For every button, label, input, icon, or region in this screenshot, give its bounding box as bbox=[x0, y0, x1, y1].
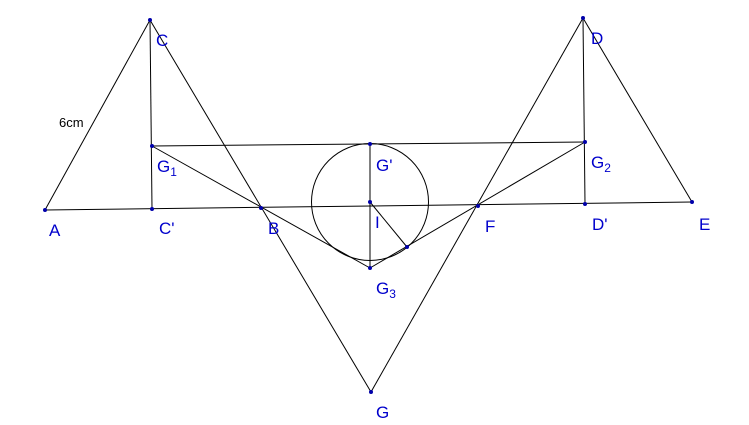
point-tangent bbox=[405, 245, 409, 249]
label-D: D bbox=[591, 29, 604, 48]
segment-AC bbox=[44, 19, 151, 211]
segment-CG bbox=[149, 19, 372, 393]
label-G: G bbox=[376, 403, 390, 422]
label-A: A bbox=[49, 221, 61, 240]
label-G-prime: G' bbox=[376, 156, 393, 175]
label-B: B bbox=[268, 219, 280, 238]
point-G bbox=[369, 390, 373, 394]
point-G' bbox=[368, 142, 372, 146]
label-I: I bbox=[375, 213, 380, 232]
point-C bbox=[148, 18, 152, 22]
points bbox=[43, 16, 694, 394]
point-C' bbox=[150, 207, 154, 211]
point-D' bbox=[583, 202, 587, 206]
label-C: C bbox=[156, 31, 169, 50]
label-G1: G1 bbox=[157, 157, 177, 179]
point-A bbox=[43, 208, 47, 212]
label-D-prime: D' bbox=[592, 215, 608, 234]
point-B bbox=[259, 206, 263, 210]
label-E: E bbox=[699, 215, 711, 234]
length-label-AC: 6cm bbox=[59, 115, 84, 130]
point-E bbox=[690, 200, 694, 204]
segment-I-tangent bbox=[369, 201, 408, 248]
point-G2 bbox=[583, 140, 587, 144]
segment-DE bbox=[582, 17, 693, 203]
point-G1 bbox=[150, 144, 154, 148]
label-C-prime: C' bbox=[159, 219, 175, 238]
label-F: F bbox=[485, 217, 496, 236]
point-G3 bbox=[368, 266, 372, 270]
segments bbox=[44, 17, 693, 393]
label-G2: G2 bbox=[591, 153, 611, 175]
point-I bbox=[368, 200, 372, 204]
point-F bbox=[476, 204, 480, 208]
label-G3: G3 bbox=[376, 279, 396, 301]
segment-CC' bbox=[149, 19, 153, 210]
point-D bbox=[581, 16, 585, 20]
segment-DD' bbox=[582, 17, 586, 205]
